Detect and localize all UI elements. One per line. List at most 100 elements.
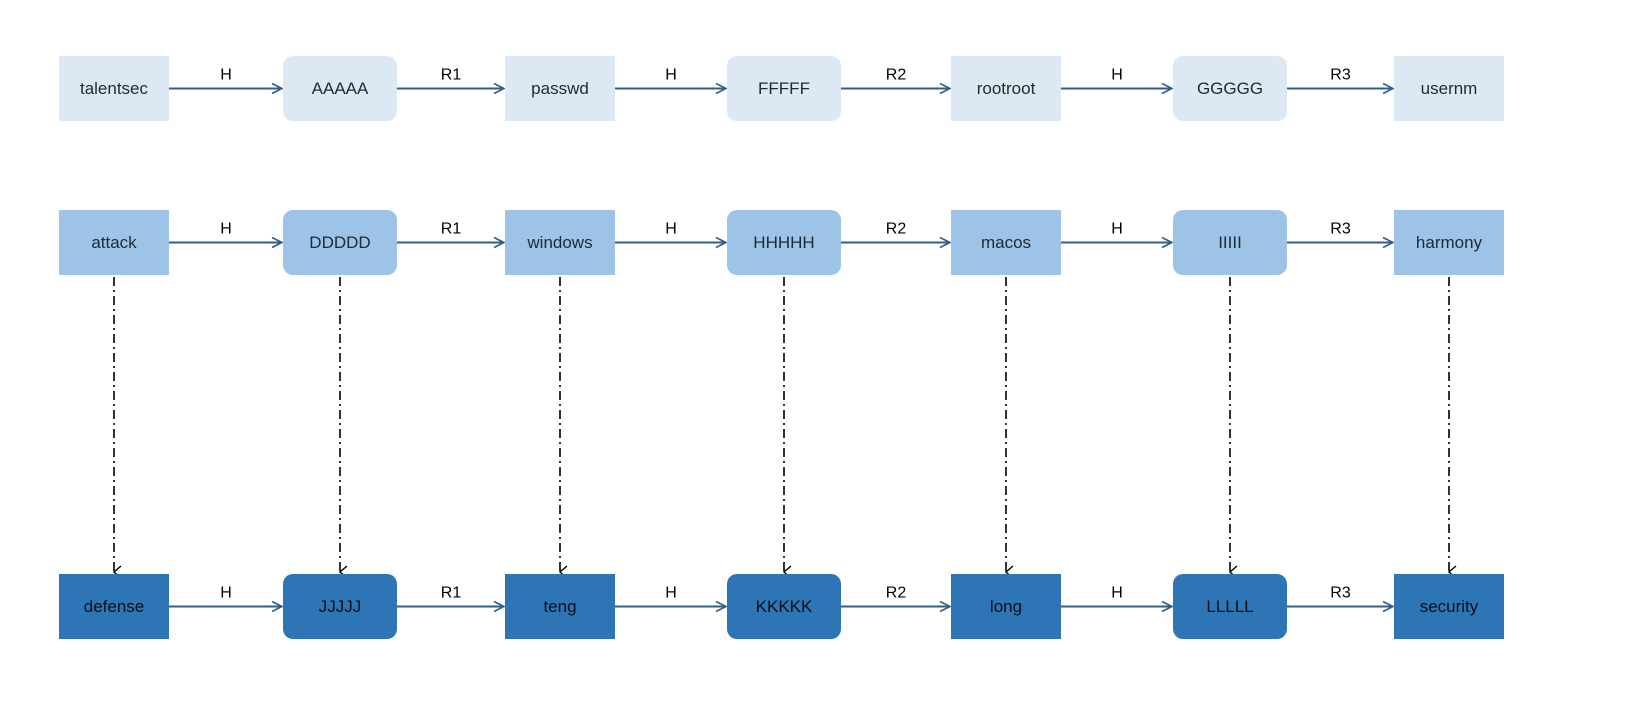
node-defense: defense bbox=[59, 574, 169, 639]
rounded-node-box bbox=[283, 210, 397, 275]
edge-label: R1 bbox=[441, 67, 462, 84]
node-label: JJJJJ bbox=[319, 597, 362, 616]
node-security: security bbox=[1394, 574, 1504, 639]
node-long: long bbox=[951, 574, 1061, 639]
node-label: LLLLL bbox=[1206, 597, 1253, 616]
node-label: KKKKK bbox=[756, 597, 813, 616]
node-label: DDDDD bbox=[309, 233, 370, 252]
node-label: FFFFF bbox=[758, 79, 810, 98]
edge-r2-arrow: R2 bbox=[841, 585, 950, 607]
node-label: attack bbox=[91, 233, 137, 252]
node-label: harmony bbox=[1416, 233, 1483, 252]
node-label: talentsec bbox=[80, 79, 149, 98]
node-talentsec: talentsec bbox=[59, 56, 169, 121]
square-node-box bbox=[951, 56, 1061, 121]
edge-label: H bbox=[220, 67, 232, 84]
edge-label: R3 bbox=[1330, 67, 1351, 84]
node-label: rootroot bbox=[977, 79, 1036, 98]
node-label: security bbox=[1420, 597, 1479, 616]
node-teng: teng bbox=[505, 574, 615, 639]
edge-label: H bbox=[1111, 221, 1123, 238]
edge-label: H bbox=[220, 585, 232, 602]
edge-label: H bbox=[1111, 67, 1123, 84]
edge-r1-arrow: R1 bbox=[397, 221, 504, 243]
node-label: defense bbox=[84, 597, 145, 616]
edge-label: H bbox=[220, 221, 232, 238]
node-label: teng bbox=[543, 597, 576, 616]
edge-r1-arrow: R1 bbox=[397, 67, 504, 89]
node-kkkkk: KKKKK bbox=[727, 574, 841, 639]
rounded-node-box bbox=[1173, 210, 1287, 275]
node-ggggg: GGGGG bbox=[1173, 56, 1287, 121]
edge-h-arrow: H bbox=[615, 585, 726, 607]
rounded-node-box bbox=[727, 56, 841, 121]
edge-h-arrow: H bbox=[615, 221, 726, 243]
node-label: GGGGG bbox=[1197, 79, 1263, 98]
edge-h-arrow: H bbox=[169, 67, 282, 89]
node-label: macos bbox=[981, 233, 1031, 252]
square-node-box bbox=[505, 210, 615, 275]
rounded-node-box bbox=[1173, 574, 1287, 639]
square-node-box bbox=[951, 210, 1061, 275]
node-label: long bbox=[990, 597, 1022, 616]
node-macos: macos bbox=[951, 210, 1061, 275]
node-passwd: passwd bbox=[505, 56, 615, 121]
rounded-node-box bbox=[727, 574, 841, 639]
edge-h-arrow: H bbox=[1061, 221, 1172, 243]
edge-label: H bbox=[1111, 585, 1123, 602]
edge-label: H bbox=[665, 67, 677, 84]
edge-r3-arrow: R3 bbox=[1287, 585, 1393, 607]
edge-label: R2 bbox=[886, 221, 907, 238]
node-windows: windows bbox=[505, 210, 615, 275]
edge-label: H bbox=[665, 585, 677, 602]
square-node-box bbox=[59, 56, 169, 121]
node-aaaaa: AAAAA bbox=[283, 56, 397, 121]
node-rootroot: rootroot bbox=[951, 56, 1061, 121]
rounded-node-box bbox=[283, 56, 397, 121]
node-attack: attack bbox=[59, 210, 169, 275]
square-node-box bbox=[505, 574, 615, 639]
square-node-box bbox=[505, 56, 615, 121]
node-hhhhh: HHHHH bbox=[727, 210, 841, 275]
edge-h-arrow: H bbox=[169, 221, 282, 243]
edge-label: R3 bbox=[1330, 221, 1351, 238]
edge-label: R2 bbox=[886, 585, 907, 602]
rounded-node-box bbox=[283, 574, 397, 639]
node-label: windows bbox=[526, 233, 592, 252]
node-label: AAAAA bbox=[312, 79, 369, 98]
rounded-node-box bbox=[727, 210, 841, 275]
node-harmony: harmony bbox=[1394, 210, 1504, 275]
node-jjjjj: JJJJJ bbox=[283, 574, 397, 639]
edge-h-arrow: H bbox=[1061, 67, 1172, 89]
node-label: passwd bbox=[531, 79, 589, 98]
edge-r3-arrow: R3 bbox=[1287, 221, 1393, 243]
edge-label: R1 bbox=[441, 585, 462, 602]
node-label: IIIII bbox=[1218, 233, 1242, 252]
square-node-box bbox=[1394, 574, 1504, 639]
edge-h-arrow: H bbox=[1061, 585, 1172, 607]
node-layer: talentsec AAAAA passwd FFFFF rootroot GGGGG us… bbox=[59, 56, 1504, 639]
edge-h-arrow: H bbox=[615, 67, 726, 89]
node-usernm: usernm bbox=[1394, 56, 1504, 121]
edge-r1-arrow: R1 bbox=[397, 585, 504, 607]
edge-label: H bbox=[665, 221, 677, 238]
node-label: usernm bbox=[1421, 79, 1478, 98]
rounded-node-box bbox=[1173, 56, 1287, 121]
edge-label: R2 bbox=[886, 67, 907, 84]
dashed-connector-layer bbox=[114, 277, 1449, 572]
square-node-box bbox=[1394, 210, 1504, 275]
square-node-box bbox=[59, 574, 169, 639]
edge-h-arrow: H bbox=[169, 585, 282, 607]
node-lllll: LLLLL bbox=[1173, 574, 1287, 639]
edge-r3-arrow: R3 bbox=[1287, 67, 1393, 89]
edge-label: R3 bbox=[1330, 585, 1351, 602]
node-fffff: FFFFF bbox=[727, 56, 841, 121]
square-node-box bbox=[59, 210, 169, 275]
edge-r2-arrow: R2 bbox=[841, 221, 950, 243]
node-iiiii: IIIII bbox=[1173, 210, 1287, 275]
node-ddddd: DDDDD bbox=[283, 210, 397, 275]
square-node-box bbox=[1394, 56, 1504, 121]
square-node-box bbox=[951, 574, 1061, 639]
